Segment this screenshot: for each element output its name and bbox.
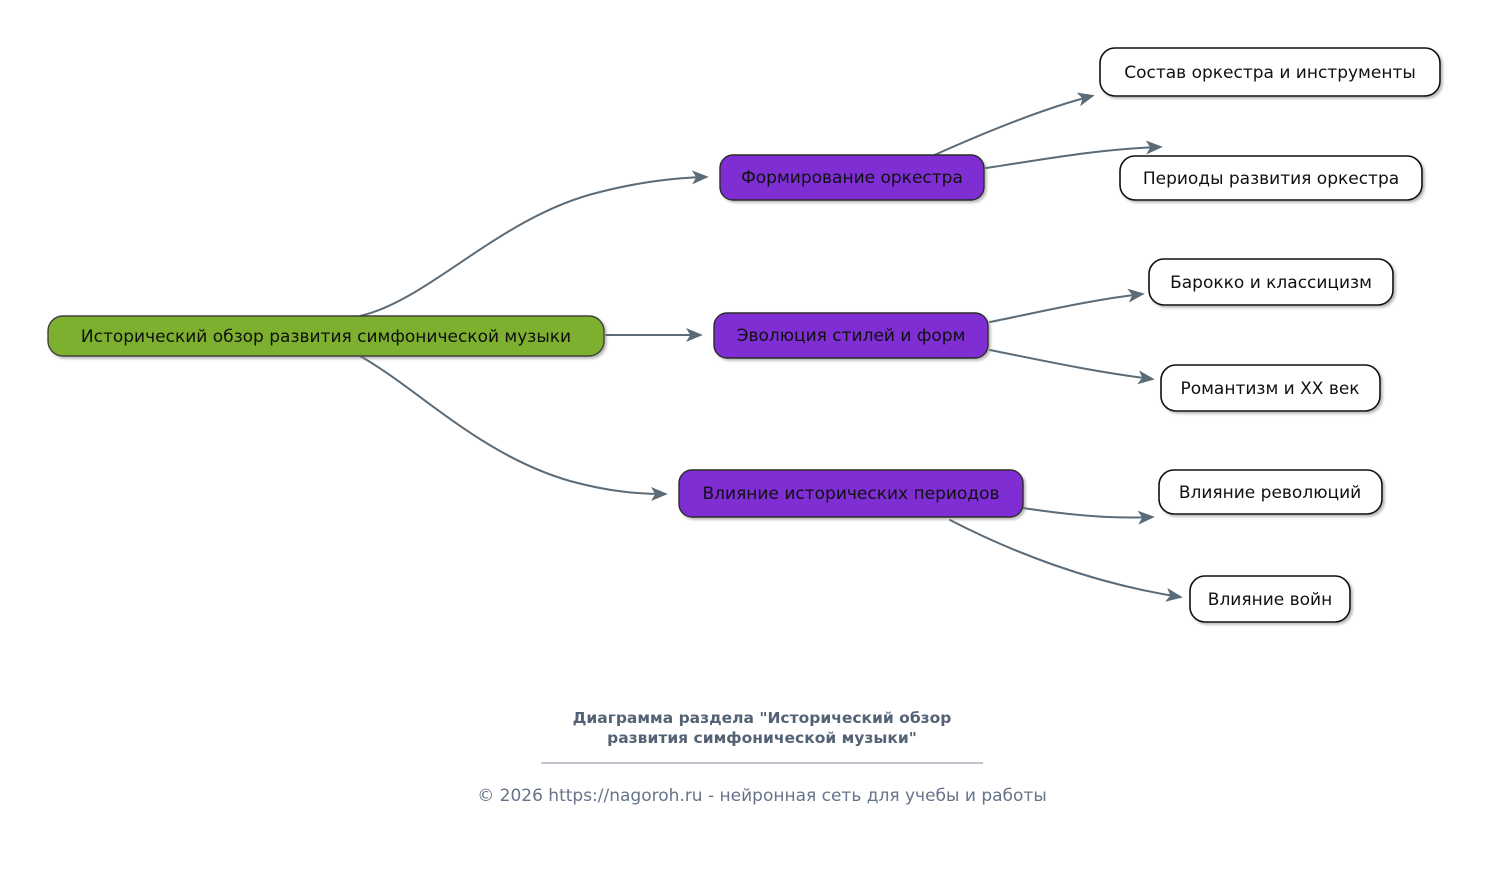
edge-evolyuciya-to-barokko <box>989 288 1145 323</box>
node-branch-evolyuciya-shape[interactable] <box>713 312 989 359</box>
edge-formirovanie-to-periody <box>985 140 1163 169</box>
edge-root-to-formirovanie <box>359 170 709 317</box>
edge-vliyanie-to-voyny <box>949 519 1183 602</box>
node-leaf-sostav[interactable]: Состав оркестра и инструменты <box>1099 47 1441 97</box>
node-root[interactable]: Исторический обзор развития симфоническо… <box>47 315 605 357</box>
node-leaf-romantizm[interactable]: Романтизм и XX век <box>1160 364 1381 412</box>
edge-group-root <box>359 170 709 501</box>
node-leaf-voyny[interactable]: Влияние войн <box>1189 575 1351 623</box>
node-branch-vliyanie-periodov[interactable]: Влияние исторических периодов <box>678 469 1024 518</box>
node-branch-formirovanie[interactable]: Формирование оркестра <box>719 154 985 201</box>
edge-group-evolyuciya <box>989 288 1155 385</box>
edge-formirovanie-to-sostav <box>929 92 1095 158</box>
node-leaf-barokko[interactable]: Барокко и классицизм <box>1148 258 1394 306</box>
node-branch-evolyuciya[interactable]: Эволюция стилей и форм <box>713 312 989 359</box>
caption-line-1: Диаграмма раздела "Исторический обзор <box>573 709 952 727</box>
node-leaf-periody[interactable]: Периоды развития оркестра <box>1119 155 1423 201</box>
node-leaf-periody-shape[interactable] <box>1119 155 1423 201</box>
edge-evolyuciya-to-romantizm <box>989 349 1155 385</box>
edge-group-vliyanie <box>949 507 1183 602</box>
edge-group-formirovanie <box>929 92 1163 169</box>
node-leaf-revolyucii-shape[interactable] <box>1158 469 1383 515</box>
footer: © 2026 https://nagoroh.ru - нейронная се… <box>477 786 1047 806</box>
node-branch-formirovanie-shape[interactable] <box>719 154 985 201</box>
caption-line-2: развития симфонической музыки" <box>607 729 917 747</box>
edge-root-to-vliyanie <box>359 355 668 501</box>
node-leaf-sostav-shape[interactable] <box>1099 47 1441 97</box>
node-leaf-revolyucii[interactable]: Влияние революций <box>1158 469 1383 515</box>
edge-vliyanie-to-revolyucii <box>1022 507 1155 525</box>
diagram-caption: Диаграмма раздела "Исторический обзор ра… <box>541 709 983 764</box>
node-leaf-barokko-shape[interactable] <box>1148 258 1394 306</box>
node-root-shape[interactable] <box>47 315 605 357</box>
node-branch-vliyanie-periodov-shape[interactable] <box>678 469 1024 518</box>
node-leaf-voyny-shape[interactable] <box>1189 575 1351 623</box>
node-leaf-romantizm-shape[interactable] <box>1160 364 1381 412</box>
footer-label: © 2026 https://nagoroh.ru - нейронная се… <box>477 786 1047 806</box>
